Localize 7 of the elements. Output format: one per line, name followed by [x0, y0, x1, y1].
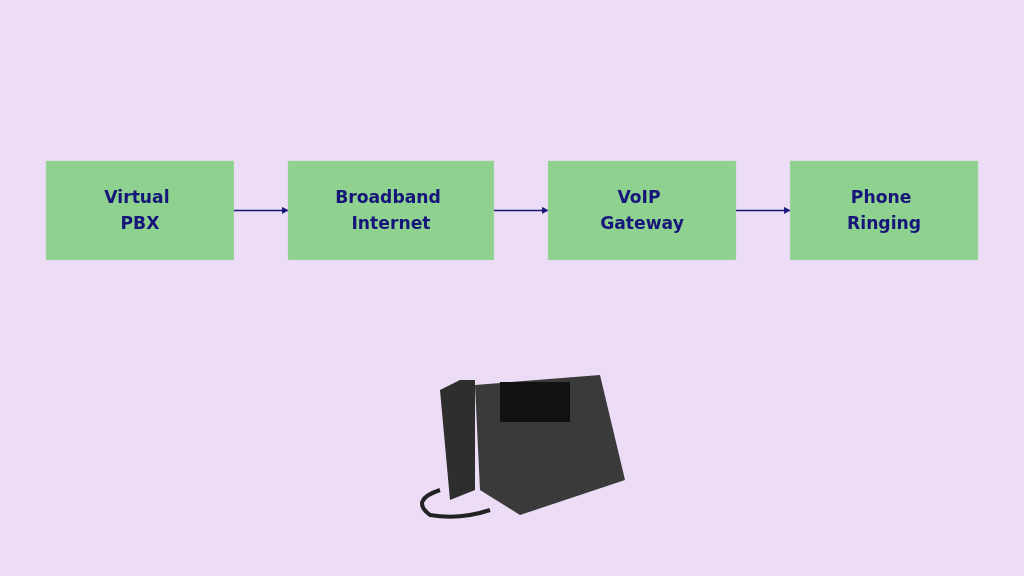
arrow	[232, 206, 289, 214]
arrow	[492, 206, 549, 214]
node-box: Phone Ringing	[789, 160, 979, 260]
arrow	[734, 206, 791, 214]
node-box: Virtual PBX	[45, 160, 235, 260]
node-box: Broadband Internet	[287, 160, 495, 260]
node-box: VoIP Gateway	[547, 160, 737, 260]
